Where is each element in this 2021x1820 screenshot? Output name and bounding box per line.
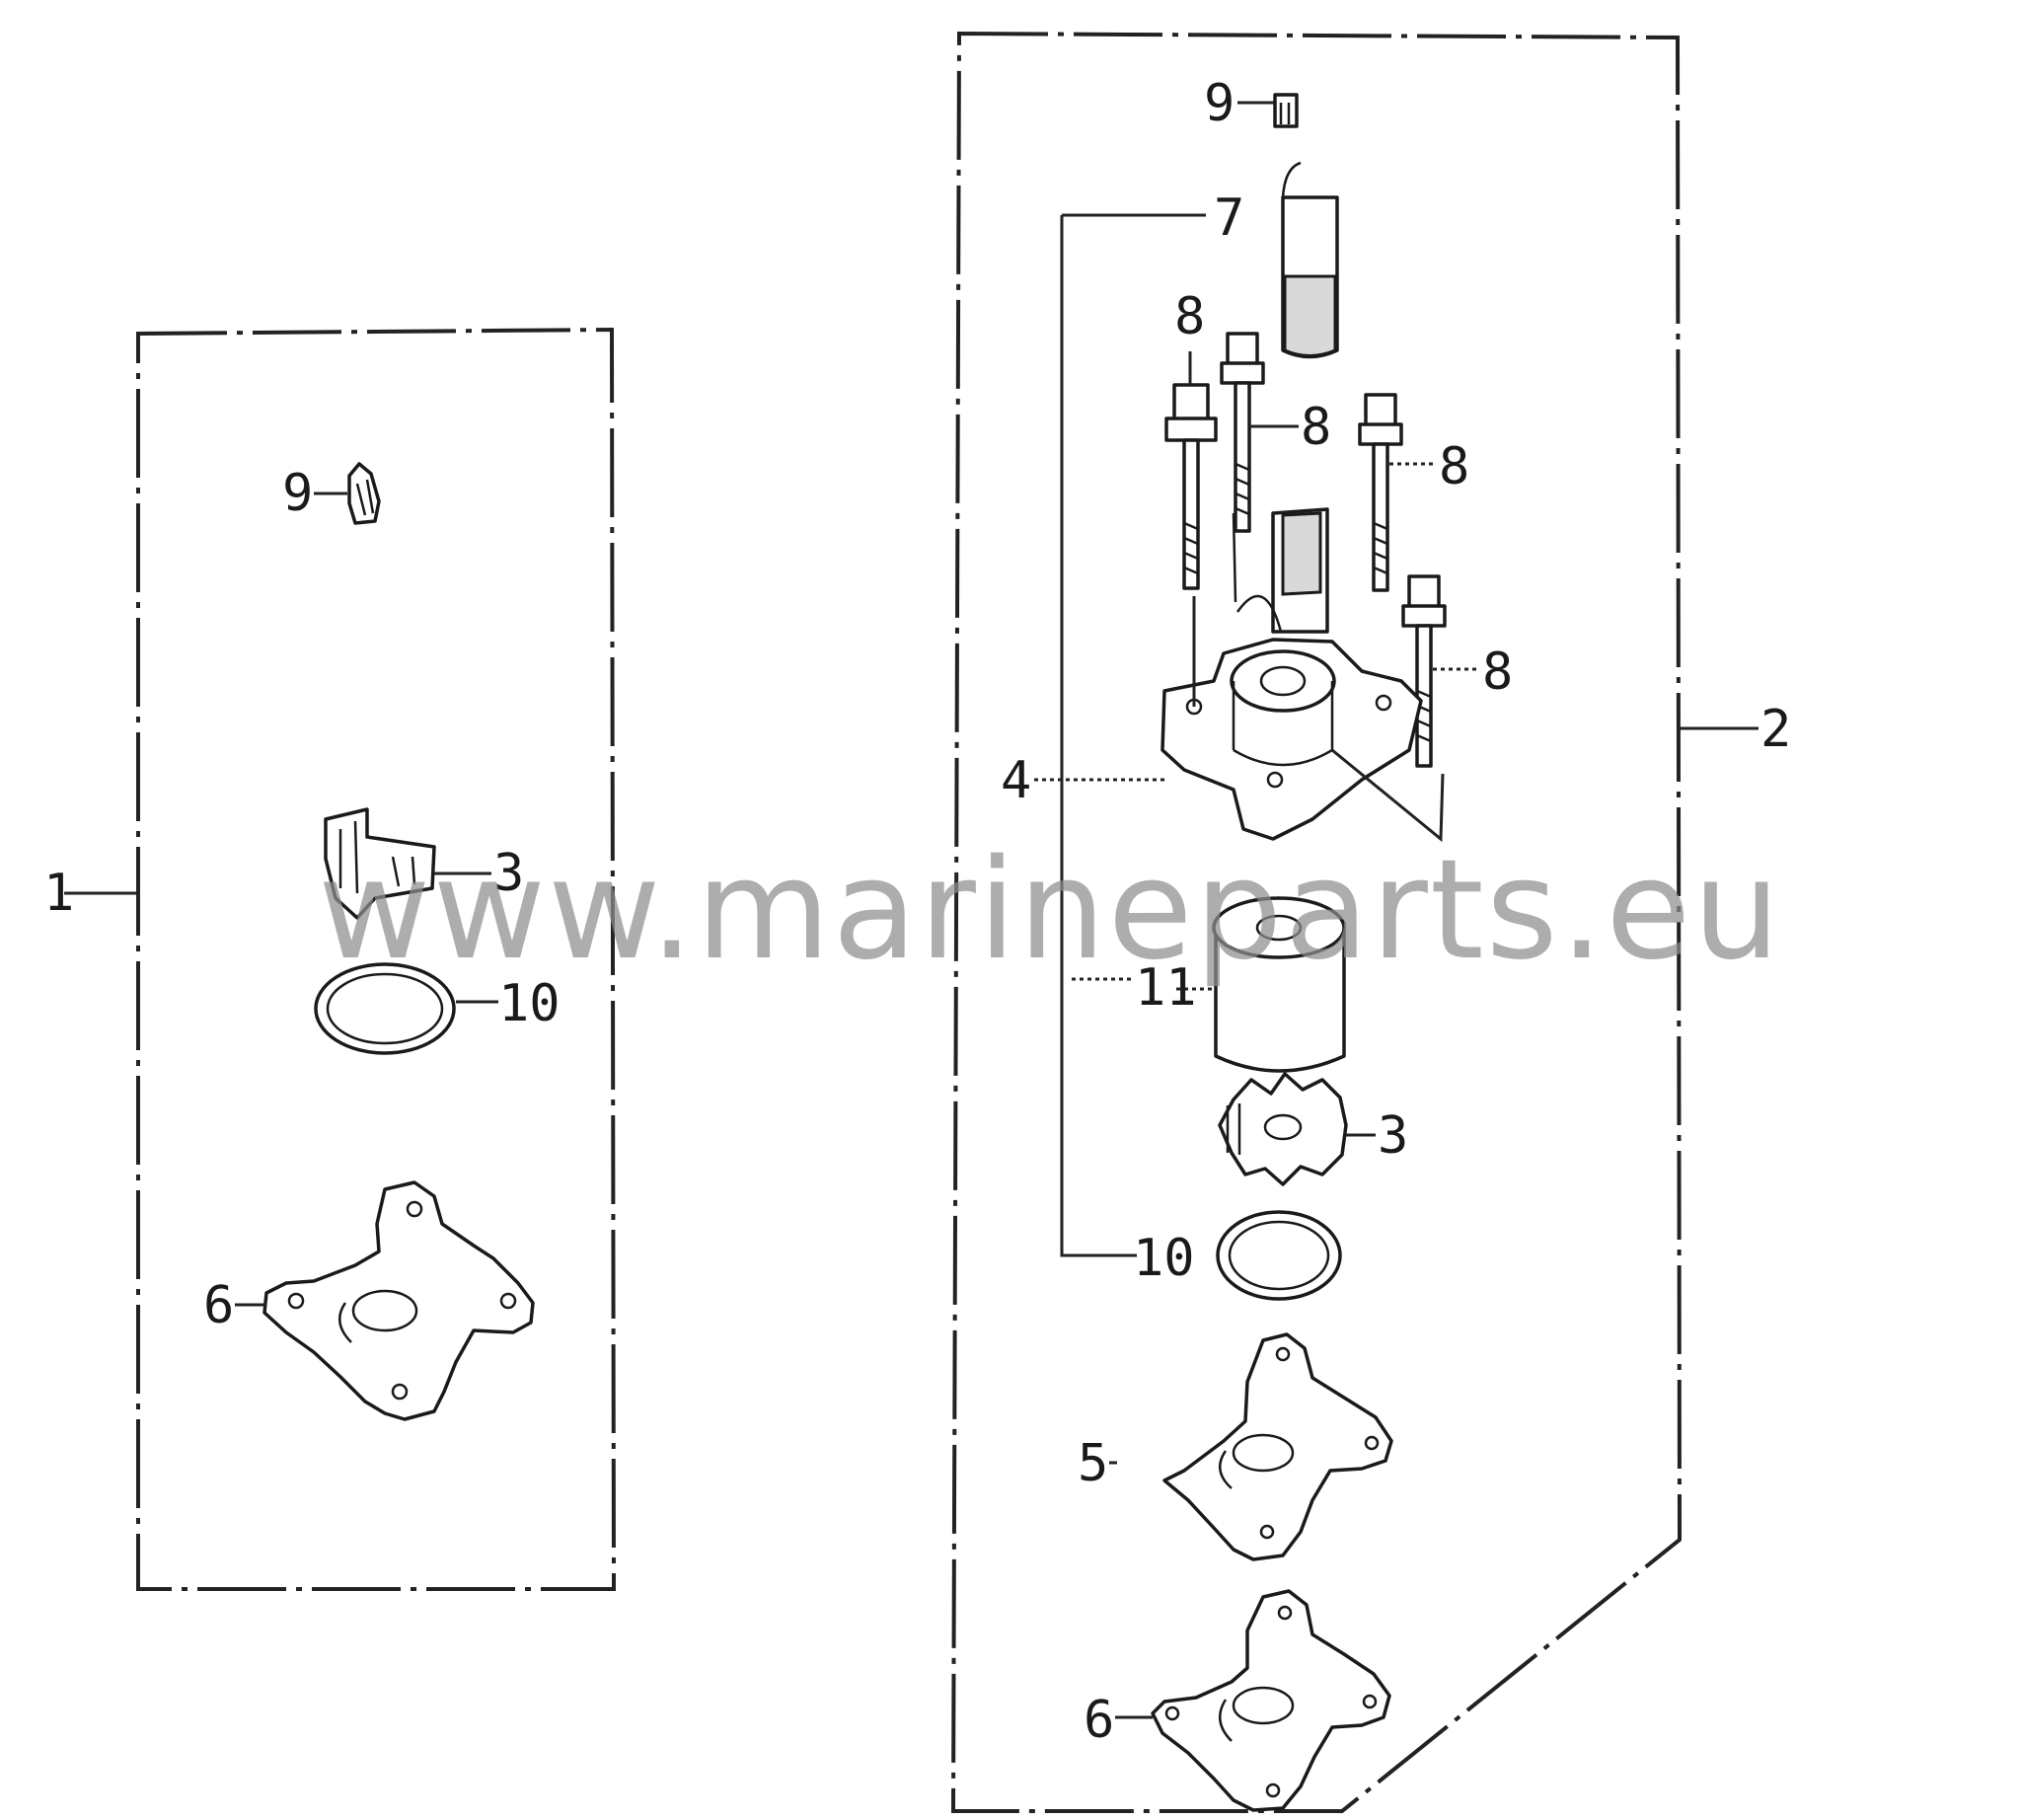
- callout-left-gasket: 10: [498, 974, 561, 1033]
- callout-gasket-plate: 5: [1078, 1434, 1108, 1493]
- callout-bolt-b: 8: [1301, 398, 1331, 457]
- callout-tube-group: 7: [1214, 189, 1244, 248]
- right-plate-icon: [1115, 1589, 1391, 1812]
- bolt-a-icon: [1164, 351, 1218, 590]
- callout-left-cap: 9: [282, 464, 313, 523]
- left-impeller-icon: [324, 807, 491, 920]
- bolt-c-icon: [1358, 393, 1437, 592]
- callout-liner: 11: [1135, 958, 1197, 1018]
- callout-left-plate: 6: [203, 1276, 234, 1335]
- pump-housing-icon: [1034, 507, 1445, 843]
- callout-right-cap: 9: [1204, 74, 1235, 133]
- impeller-liner-icon: [1072, 896, 1346, 1073]
- right-kit-frame: [950, 31, 1759, 1813]
- gasket-plate-icon: [1109, 1332, 1393, 1561]
- callout-housing: 4: [1001, 751, 1031, 810]
- callout-bolt-d: 8: [1482, 643, 1513, 702]
- bolt-d-icon: [1401, 574, 1480, 768]
- tube-icon: [1060, 161, 1339, 1257]
- watermark-text: www.marineparts.eu: [318, 830, 1782, 991]
- callout-right-impeller: 3: [1378, 1106, 1408, 1166]
- callout-right-plate: 6: [1084, 1691, 1114, 1750]
- callout-bolt-a: 8: [1174, 287, 1205, 346]
- left-gasket-ring-icon: [314, 962, 498, 1055]
- right-gasket-ring-icon: [1216, 1210, 1342, 1301]
- callout-right-gasket: 10: [1133, 1229, 1195, 1288]
- right-impeller-icon: [1218, 1072, 1376, 1186]
- callout-left-kit: 1: [43, 864, 74, 923]
- right-cap-icon: [1237, 93, 1299, 128]
- left-kit-frame: [64, 327, 617, 1591]
- callout-left-impeller: 3: [493, 844, 524, 903]
- callout-bolt-c: 8: [1439, 437, 1469, 496]
- left-plate-icon: [235, 1180, 535, 1421]
- callout-right-kit: 2: [1760, 700, 1791, 759]
- left-cap-icon: [314, 462, 381, 525]
- bolt-b-icon: [1220, 332, 1299, 533]
